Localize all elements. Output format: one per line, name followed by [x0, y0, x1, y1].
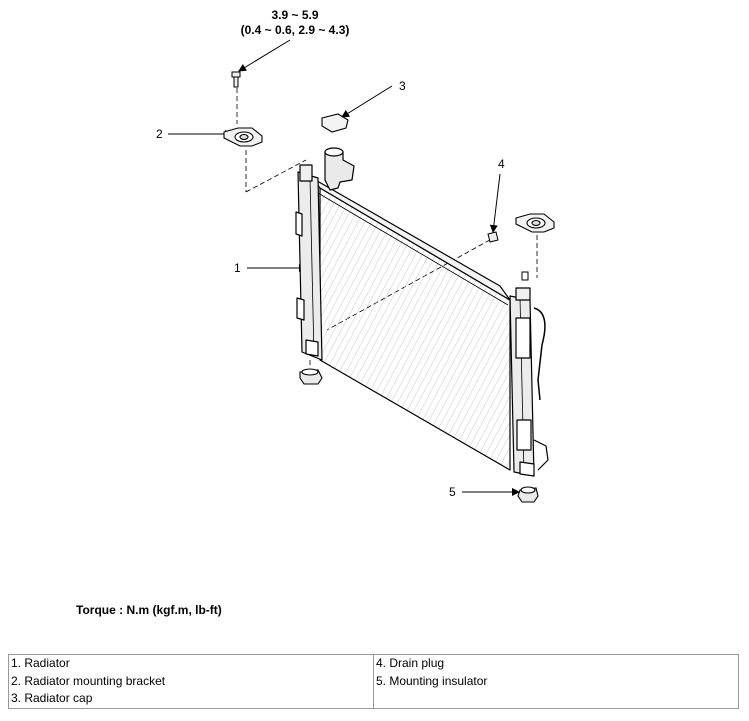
mounting-bracket-left — [223, 127, 263, 147]
torque-spec-value: 3.9 ~ 5.9 — [271, 8, 319, 22]
callout-2: 2 — [156, 127, 163, 141]
radiator-core — [319, 187, 511, 471]
callout-5: 5 — [449, 485, 456, 499]
legend-item: 1. Radiator — [11, 656, 70, 670]
legend-column-left: 1. Radiator 2. Radiator mounting bracket… — [8, 654, 374, 709]
torque-spec-alt-units: (0.4 ~ 0.6, 2.9 ~ 4.3) — [240, 23, 350, 37]
filler-neck — [324, 151, 355, 191]
small-clip — [521, 271, 529, 281]
mounting-insulator-left — [299, 368, 323, 385]
mounting-bracket-right — [515, 213, 555, 233]
left-tank — [297, 171, 323, 361]
drain-plug — [487, 231, 499, 243]
leader-torque — [238, 39, 291, 72]
radiator — [295, 147, 549, 477]
legend-item: 5. Mounting insulator — [376, 673, 488, 688]
leader-4 — [489, 173, 501, 233]
radiator-cap — [321, 113, 349, 133]
mounting-bolt — [231, 71, 241, 88]
parts-legend-table: 1. Radiator 2. Radiator mounting bracket… — [8, 654, 739, 709]
leader-lines — [168, 39, 520, 496]
torque-units-note: Torque : N.m (kgf.m, lb-ft) — [76, 603, 222, 617]
callout-3: 3 — [399, 79, 406, 93]
callout-4: 4 — [498, 157, 505, 171]
leader-3 — [341, 85, 393, 118]
radiator-exploded-diagram — [168, 39, 555, 503]
legend-item: 4. Drain plug — [376, 656, 445, 670]
legend-column-right: 4. Drain plug 5. Mounting insulator — [373, 654, 739, 709]
mounting-insulator-right — [517, 486, 539, 503]
legend-item: 2. Radiator mounting bracket — [11, 673, 166, 688]
callout-1: 1 — [234, 261, 241, 275]
legend-item: 3. Radiator cap — [11, 691, 93, 705]
